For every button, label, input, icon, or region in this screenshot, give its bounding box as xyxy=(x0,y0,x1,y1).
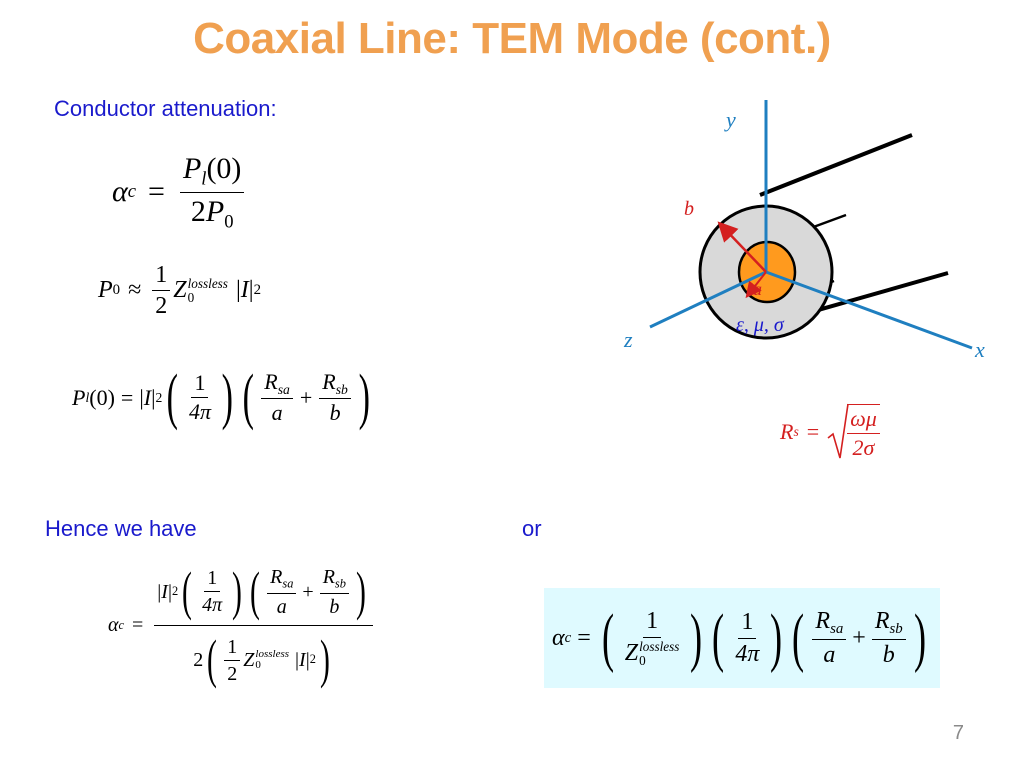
material-params-label: ε, μ, σ xyxy=(736,314,785,336)
approx-sign: ≈ xyxy=(128,277,142,304)
subscript-c: c xyxy=(564,629,572,646)
equals-sign: = xyxy=(806,419,820,444)
plus-sign: + xyxy=(299,384,313,410)
subscript-l: l xyxy=(85,389,90,405)
fraction-omega-mu-over-2sigma: ωμ 2σ xyxy=(847,403,880,460)
subscript-c: c xyxy=(127,181,137,203)
alpha-symbol: α xyxy=(108,614,119,637)
subscript-c: c xyxy=(118,618,125,633)
axis-x-label: x xyxy=(974,337,985,362)
subscript-zero: 0 xyxy=(224,211,234,233)
equals-sign: = xyxy=(120,384,134,410)
radius-b-arrow xyxy=(717,221,767,273)
symbol-p: P xyxy=(205,194,225,228)
alpha-symbol: α xyxy=(552,624,565,651)
radius-a-arrow xyxy=(745,271,767,299)
axis-y-label: y xyxy=(724,107,736,132)
coaxial-line-diagram: y z x b a ε, μ, σ xyxy=(623,100,985,362)
label-a: a xyxy=(753,279,762,299)
or-label: or xyxy=(522,516,542,541)
page-number: 7 xyxy=(952,722,964,744)
conductor-attenuation-label: Conductor attenuation: xyxy=(54,96,277,121)
symbol-p: P xyxy=(98,277,113,304)
hence-label: Hence we have xyxy=(45,516,197,541)
symbol-p: P xyxy=(182,152,202,185)
alpha-symbol: α xyxy=(112,175,128,209)
x-axis xyxy=(765,270,973,350)
arg-zero: (0) xyxy=(89,384,115,410)
superscript-two: 2 xyxy=(253,282,262,299)
subscript-zero: 0 xyxy=(112,282,121,299)
plus-sign: + xyxy=(852,624,866,651)
axis-z-label: z xyxy=(623,327,633,352)
equals-sign: = xyxy=(148,175,165,209)
cylinder-top-line xyxy=(759,133,913,197)
symbol-i: I xyxy=(143,384,152,410)
fraction-pl-over-2p0: Pl(0) 2P0 xyxy=(179,152,245,233)
symbol-rs: R xyxy=(780,419,794,444)
number-two: 2 xyxy=(190,194,206,228)
subscript-l: l xyxy=(201,168,207,190)
sqrt-icon xyxy=(827,403,849,459)
equals-sign: = xyxy=(132,614,144,637)
slide-title: Coaxial Line: TEM Mode (cont.) xyxy=(193,14,831,63)
symbol-z: Z xyxy=(173,277,187,304)
superscript-two: 2 xyxy=(155,389,163,405)
equals-sign: = xyxy=(577,624,591,651)
symbol-p: P xyxy=(72,384,86,410)
label-b: b xyxy=(684,198,694,220)
arg-zero: (0) xyxy=(206,152,242,185)
symbol-i: I xyxy=(240,277,249,304)
subscript-s: s xyxy=(793,424,799,439)
